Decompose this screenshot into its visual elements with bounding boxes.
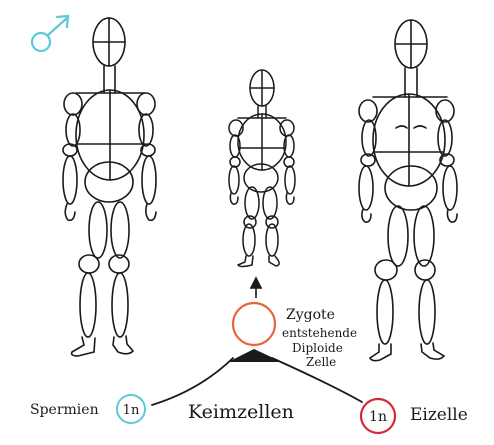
zygote-label: Zygote [286,307,335,323]
left-figure [63,18,156,356]
zygote-circle [233,303,275,345]
spermien-label: Spermien [30,402,99,418]
sperm-ploidy: 1n [123,403,140,418]
zygote-sublabel-1: entstehende [282,326,357,340]
zygote-sublabel-2: Diploide [292,341,343,355]
right-figure [359,20,457,361]
zygote-sublabel-3: Zelle [306,355,336,369]
arrow-up-icon [251,278,261,298]
keimzellen-label: Keimzellen [188,401,294,423]
egg-ploidy: 1n [369,409,387,425]
center-figure [229,70,295,267]
eizelle-label: Eizelle [410,405,468,425]
male-symbol-icon [32,16,68,51]
fusion-triangle [228,349,282,362]
